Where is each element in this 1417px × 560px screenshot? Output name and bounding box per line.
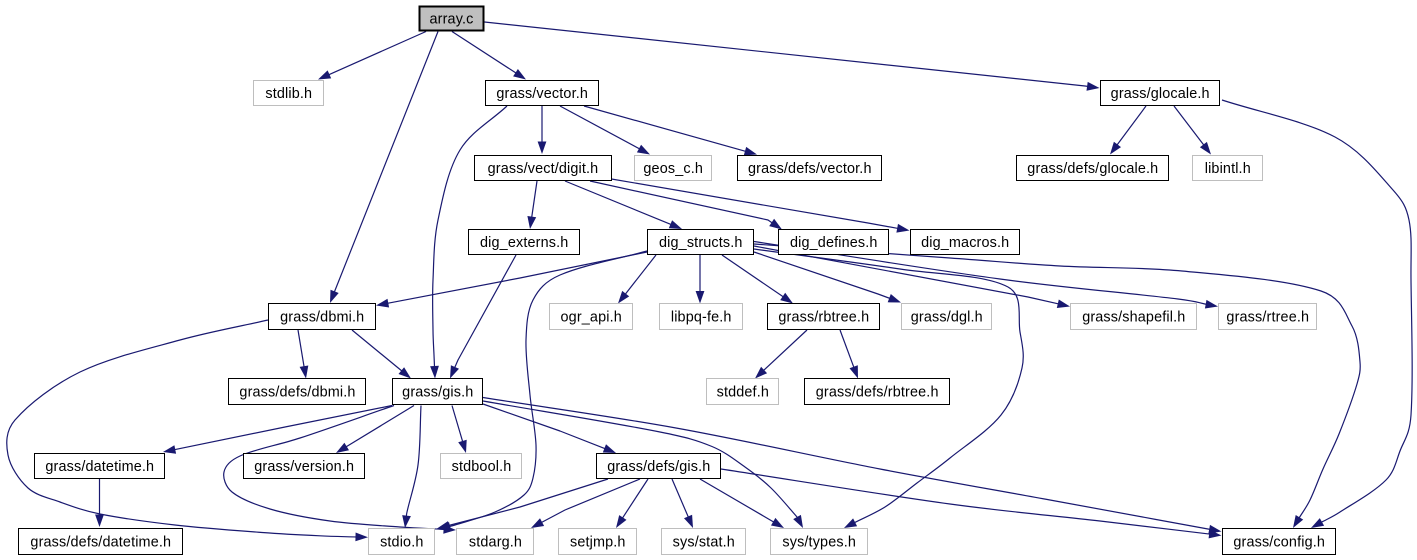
svg-text:geos_c.h: geos_c.h (643, 161, 703, 177)
svg-text:grass/dbmi.h: grass/dbmi.h (280, 309, 364, 325)
svg-text:dig_externs.h: dig_externs.h (480, 235, 568, 251)
svg-text:grass/defs/gis.h: grass/defs/gis.h (607, 459, 710, 475)
svg-text:grass/vect/digit.h: grass/vect/digit.h (488, 161, 599, 177)
svg-text:setjmp.h: setjmp.h (570, 534, 626, 550)
svg-text:grass/defs/glocale.h: grass/defs/glocale.h (1027, 161, 1158, 177)
svg-text:stdlib.h: stdlib.h (265, 86, 312, 102)
svg-text:grass/rtree.h: grass/rtree.h (1226, 309, 1309, 325)
svg-text:grass/defs/vector.h: grass/defs/vector.h (748, 161, 872, 177)
svg-text:stddef.h: stddef.h (717, 384, 769, 400)
svg-text:stdbool.h: stdbool.h (452, 459, 512, 475)
svg-text:dig_macros.h: dig_macros.h (921, 235, 1009, 251)
svg-text:stdarg.h: stdarg.h (469, 534, 522, 550)
svg-text:grass/rbtree.h: grass/rbtree.h (778, 309, 869, 325)
svg-text:grass/glocale.h: grass/glocale.h (1111, 86, 1210, 102)
svg-text:stdio.h: stdio.h (380, 534, 423, 550)
svg-text:grass/shapefil.h: grass/shapefil.h (1082, 309, 1185, 325)
svg-text:ogr_api.h: ogr_api.h (561, 309, 622, 325)
svg-text:grass/dgl.h: grass/dgl.h (911, 309, 983, 325)
svg-text:grass/version.h: grass/version.h (254, 459, 354, 475)
svg-text:grass/defs/datetime.h: grass/defs/datetime.h (30, 534, 171, 550)
svg-text:array.c: array.c (430, 12, 474, 28)
svg-text:grass/vector.h: grass/vector.h (496, 86, 588, 102)
svg-text:grass/defs/rbtree.h: grass/defs/rbtree.h (816, 384, 939, 400)
svg-text:sys/stat.h: sys/stat.h (673, 534, 735, 550)
svg-text:sys/types.h: sys/types.h (782, 534, 856, 550)
svg-text:libpq-fe.h: libpq-fe.h (671, 309, 732, 325)
svg-text:grass/datetime.h: grass/datetime.h (45, 459, 154, 475)
svg-text:grass/config.h: grass/config.h (1233, 534, 1325, 550)
svg-text:grass/gis.h: grass/gis.h (402, 384, 473, 400)
svg-text:dig_defines.h: dig_defines.h (790, 235, 878, 251)
svg-text:libintl.h: libintl.h (1205, 161, 1251, 177)
svg-text:grass/defs/dbmi.h: grass/defs/dbmi.h (239, 384, 355, 400)
svg-text:dig_structs.h: dig_structs.h (659, 235, 743, 251)
